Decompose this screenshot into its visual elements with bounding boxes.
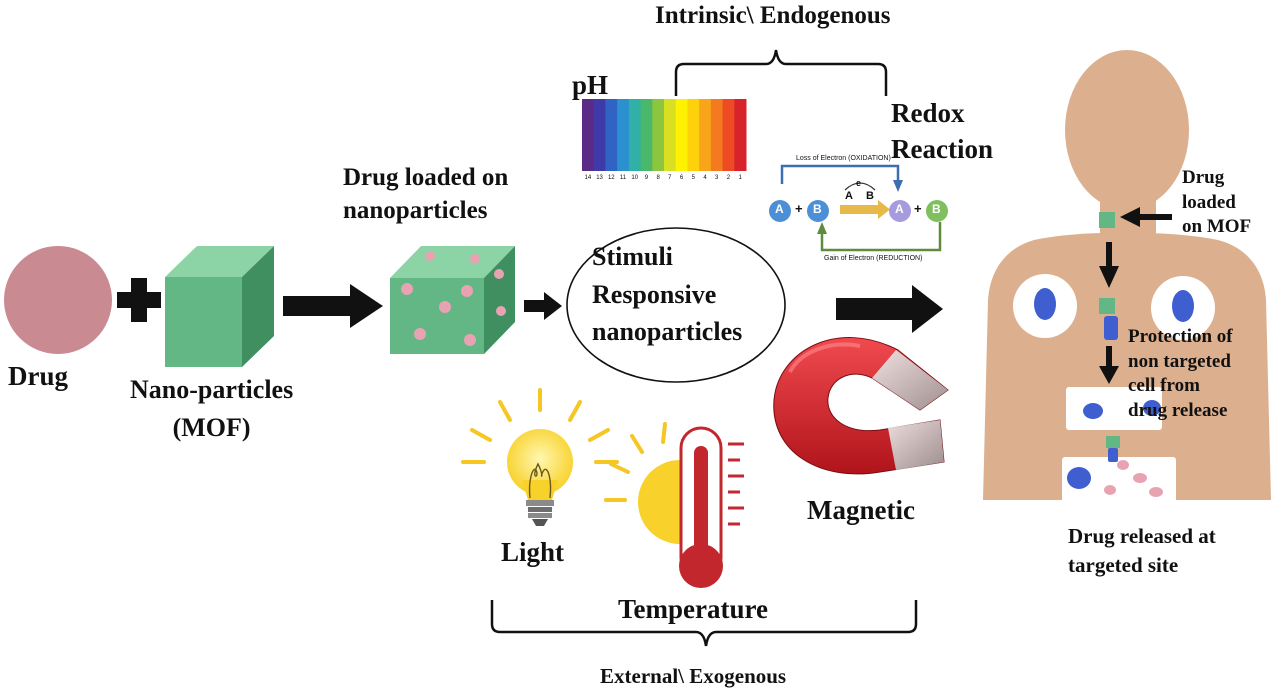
ph-tick-label: 13 — [596, 175, 603, 181]
nanoparticles-label: Nano-particles (MOF) — [130, 371, 293, 446]
redox-diagram — [769, 164, 948, 252]
ph-color-band — [652, 99, 665, 171]
drug-loaded-line-2: nanoparticles — [343, 197, 488, 224]
redox-species-a-2: A — [895, 202, 904, 216]
stimuli-label: Stimuli Responsive nanoparticles — [592, 238, 742, 351]
ph-color-band — [640, 99, 653, 171]
ph-color-band — [722, 99, 735, 171]
ph-tick-label: 3 — [715, 175, 719, 181]
temperature-label: Temperature — [618, 594, 768, 624]
ph-tick-label: 4 — [703, 175, 707, 181]
magnetic-label: Magnetic — [807, 495, 915, 525]
intrinsic-label: Intrinsic\ Endogenous — [655, 2, 891, 29]
stimuli-line-1: Stimuli — [592, 242, 673, 271]
stimuli-ellipse — [566, 227, 786, 383]
redox-species-b-2: B — [932, 202, 941, 216]
protection-line-3: cell from — [1128, 375, 1200, 397]
ph-tick-label: 8 — [656, 175, 660, 181]
redox-electron: e — [856, 178, 862, 188]
redox-species-b-mid: B — [866, 190, 874, 202]
ph-tick-label: 10 — [631, 175, 639, 181]
ph-color-band — [699, 99, 712, 171]
ph-color-band — [628, 99, 642, 171]
drug-label: Drug — [8, 361, 68, 391]
ph-tick-label: 14 — [584, 175, 592, 181]
ph-color-band — [617, 99, 630, 171]
arrow-right-icon-2 — [836, 285, 943, 333]
ph-color-band — [593, 99, 606, 171]
ph-tick-label: 1 — [738, 175, 742, 181]
mof-cube — [165, 246, 274, 367]
ph-tick-label: 7 — [668, 175, 672, 181]
drug-loaded-cube — [390, 246, 515, 354]
redox-plus-1: + — [795, 201, 803, 216]
arrow-right-small-icon — [524, 292, 562, 320]
drug-loaded-mof-line-3: on MOF — [1182, 216, 1252, 238]
ph-tick-label: 9 — [644, 175, 649, 181]
drug-loaded-mof-line-2: loaded — [1182, 191, 1236, 213]
released-line-2: targeted site — [1068, 553, 1179, 578]
drug-loaded-line-1: Drug loaded on — [343, 164, 509, 191]
nanoparticles-line-1: Nano-particles — [130, 375, 294, 404]
ph-color-band — [605, 99, 618, 171]
redox-species-a-1: A — [775, 202, 784, 216]
human-body — [983, 50, 1271, 506]
ph-color-band — [664, 99, 677, 171]
protection-line-1: Protection of — [1128, 326, 1233, 347]
drug-loaded-mof-line-1: Drug — [1182, 167, 1225, 188]
oxidation-text: Loss of Electron (OXIDATION) — [796, 155, 891, 162]
temperature-icon — [604, 422, 744, 588]
light-label: Light — [501, 537, 565, 567]
redox-species-a-mid: A — [845, 190, 853, 202]
ph-tick-label: 6 — [679, 175, 684, 181]
redox-species-b-1: B — [813, 202, 822, 216]
ph-color-band — [734, 99, 747, 171]
nanoparticles-line-2: (MOF) — [172, 412, 251, 442]
protection-line-4: drug release — [1128, 400, 1228, 422]
protection-line-2: non targeted — [1128, 350, 1231, 372]
magnet-icon — [773, 337, 949, 475]
ph-color-band — [710, 99, 724, 171]
ph-tick-label: 2 — [726, 175, 731, 181]
stimuli-line-2: Responsive — [592, 279, 717, 309]
ph-color-band — [675, 99, 688, 171]
protection-label: Protection of non targeted cell from dru… — [1128, 325, 1233, 424]
top-brace — [674, 49, 888, 96]
redox-plus-2: + — [914, 201, 922, 216]
drug-circle — [4, 246, 112, 354]
ph-scale — [582, 99, 747, 171]
ph-tick-label: 5 — [691, 175, 695, 181]
ph-color-band — [582, 99, 595, 171]
light-bulb-icon — [461, 388, 619, 526]
redox-label-line-1: Redox — [891, 98, 965, 128]
reduction-text: Gain of Electron (REDUCTION) — [824, 255, 923, 262]
ph-label: pH — [572, 70, 609, 100]
drug-loaded-mof-label: Drug loaded on MOF — [1182, 166, 1251, 240]
ph-tick-label: 12 — [607, 175, 615, 181]
ph-tick-label: 11 — [619, 175, 627, 181]
arrow-right-icon — [283, 284, 383, 328]
stimuli-line-3: nanoparticles — [592, 317, 743, 347]
drug-loaded-label: Drug loaded on nanoparticles — [343, 161, 508, 227]
released-line-1: Drug released at — [1068, 524, 1216, 548]
released-label: Drug released at targeted site — [1068, 522, 1216, 581]
ph-color-band — [687, 99, 700, 171]
external-label: External\ Exogenous — [600, 664, 787, 688]
redox-label-line-2: Reaction — [891, 133, 993, 164]
plus-icon — [117, 278, 161, 322]
redox-label: Redox Reaction — [891, 96, 993, 167]
bottom-brace — [490, 600, 918, 647]
